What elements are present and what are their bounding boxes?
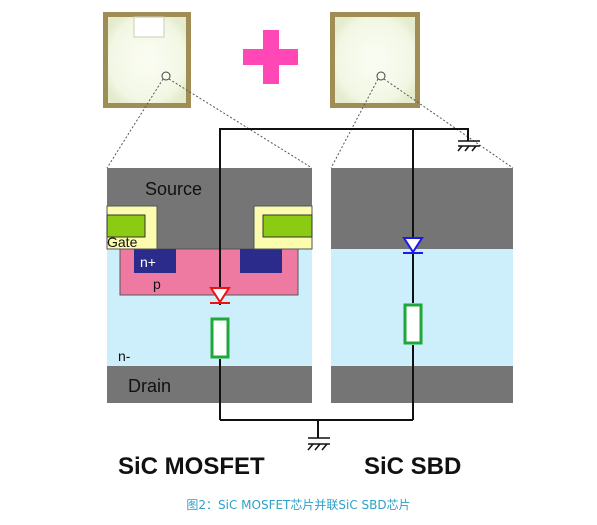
zoom-lines <box>106 78 514 169</box>
drain-metal <box>107 366 312 403</box>
nplus-region-right <box>240 249 282 273</box>
sbd-title: SiC SBD <box>364 453 461 480</box>
circuit-wires <box>219 128 469 438</box>
drain-label: Drain <box>128 376 171 396</box>
nplus-region-left <box>134 249 176 273</box>
sbd-cross-section <box>331 168 513 403</box>
mosfet-cross-section <box>106 168 313 403</box>
sbd-chip-photo <box>330 12 420 108</box>
nminus-label: n- <box>118 348 131 364</box>
plus-icon <box>243 30 298 84</box>
nplus-label: n+ <box>140 254 156 270</box>
ground-icon-bottom <box>307 437 330 451</box>
mosfet-title: SiC MOSFET <box>118 453 265 480</box>
p-label: p <box>153 276 161 292</box>
figure-caption: 图2：SiC MOSFET芯片并联SiC SBD芯片 <box>186 498 411 512</box>
mosfet-body-diode-icon <box>209 287 231 304</box>
source-label: Source <box>145 179 202 199</box>
sbd-diode-icon <box>402 237 424 254</box>
mosfet-drift-resistor-icon <box>210 317 230 359</box>
sbd-anode-metal <box>331 168 513 249</box>
mosfet-chip-photo <box>103 12 191 108</box>
gate-poly-left <box>106 214 146 238</box>
ground-icon-top <box>457 140 480 152</box>
sbd-drift-resistor-icon <box>403 303 423 345</box>
gate-label: Gate <box>107 234 138 250</box>
sbd-cathode-metal <box>331 366 513 403</box>
gate-poly-right <box>262 214 313 238</box>
